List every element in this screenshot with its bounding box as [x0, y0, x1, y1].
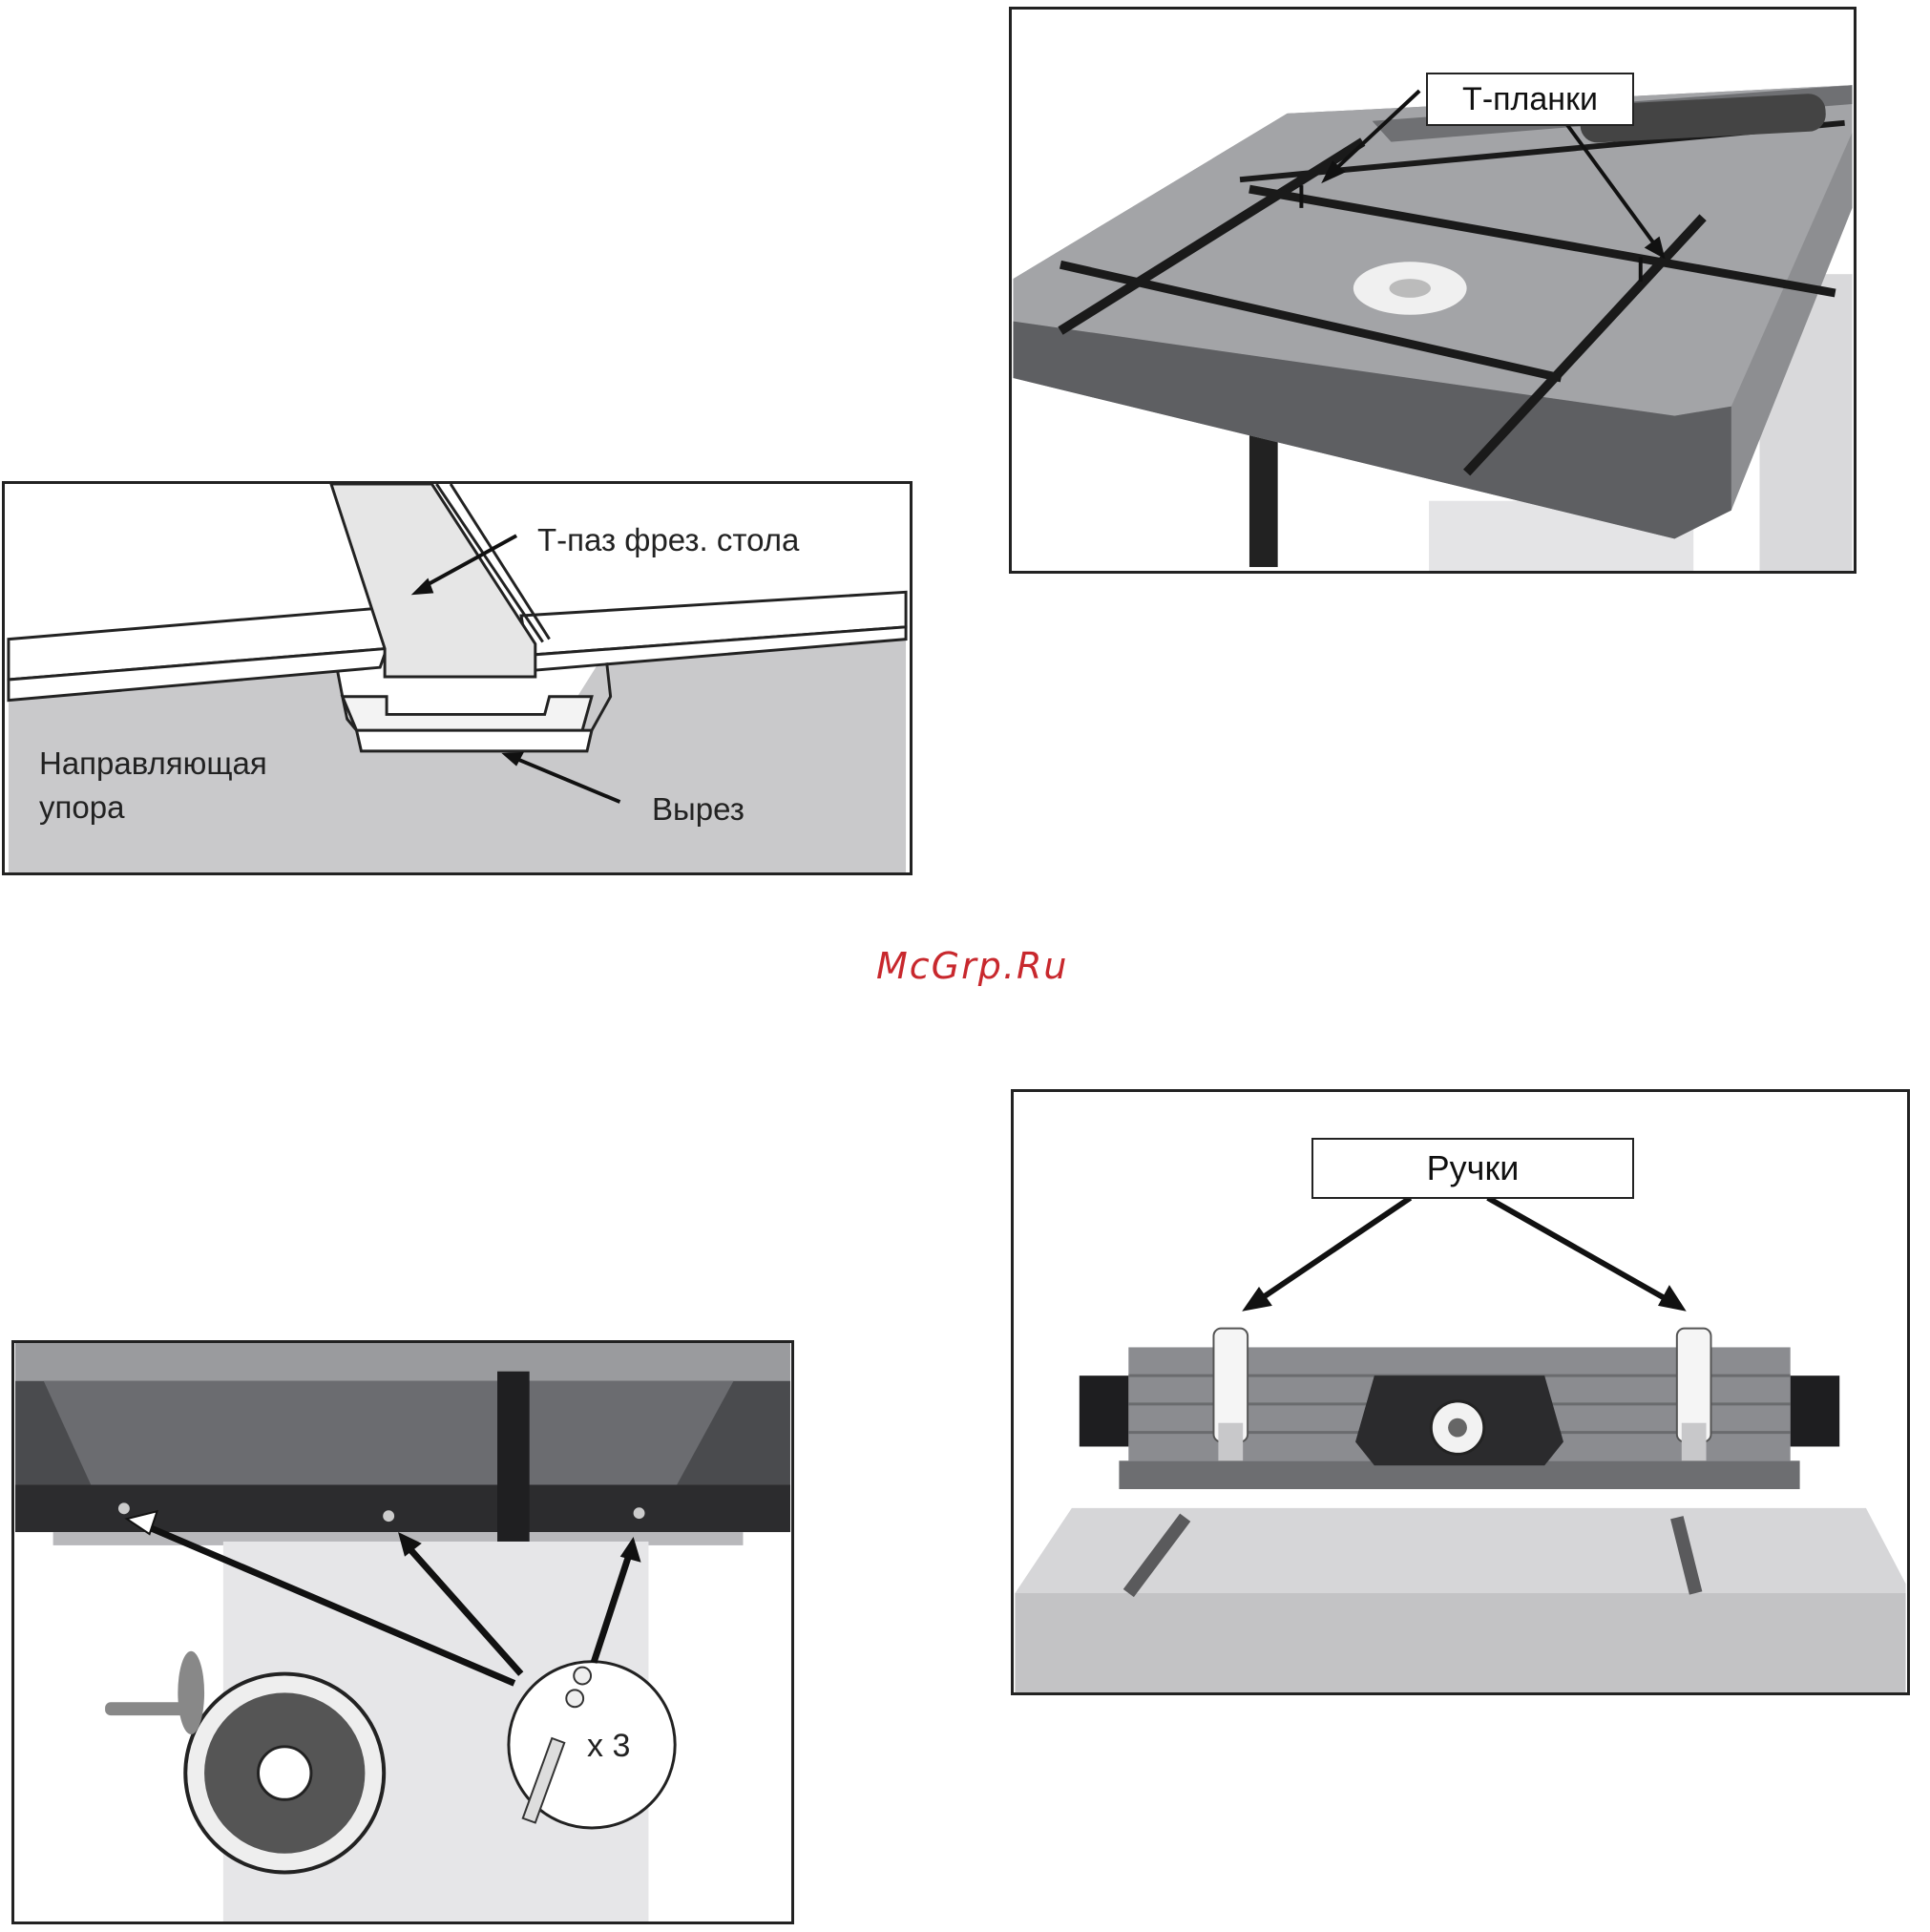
- tbars-label: Т-планки: [1462, 81, 1598, 118]
- tbars-callout: Т-планки: [1426, 73, 1634, 126]
- fence-knobs-photo: Ручки: [1011, 1089, 1910, 1695]
- under-table-photo: x 3: [11, 1340, 794, 1924]
- router-table-photo: Т-планки: [1009, 7, 1857, 574]
- cutout-label: Вырез: [652, 791, 745, 828]
- tslot-diagram: Т-паз фрез. стола Направляющая упора Выр…: [2, 481, 913, 875]
- under-table-drawing: [14, 1343, 791, 1922]
- knobs-callout: Ручки: [1311, 1138, 1634, 1199]
- quantity-label: x 3: [587, 1728, 630, 1765]
- rail-label-line1: Направляющая: [39, 746, 267, 782]
- rail-label-line2: упора: [39, 789, 124, 826]
- tslot-label: Т-паз фрез. стола: [537, 522, 799, 558]
- knobs-label: Ручки: [1427, 1148, 1520, 1188]
- watermark-text: McGrp.Ru: [876, 945, 1068, 987]
